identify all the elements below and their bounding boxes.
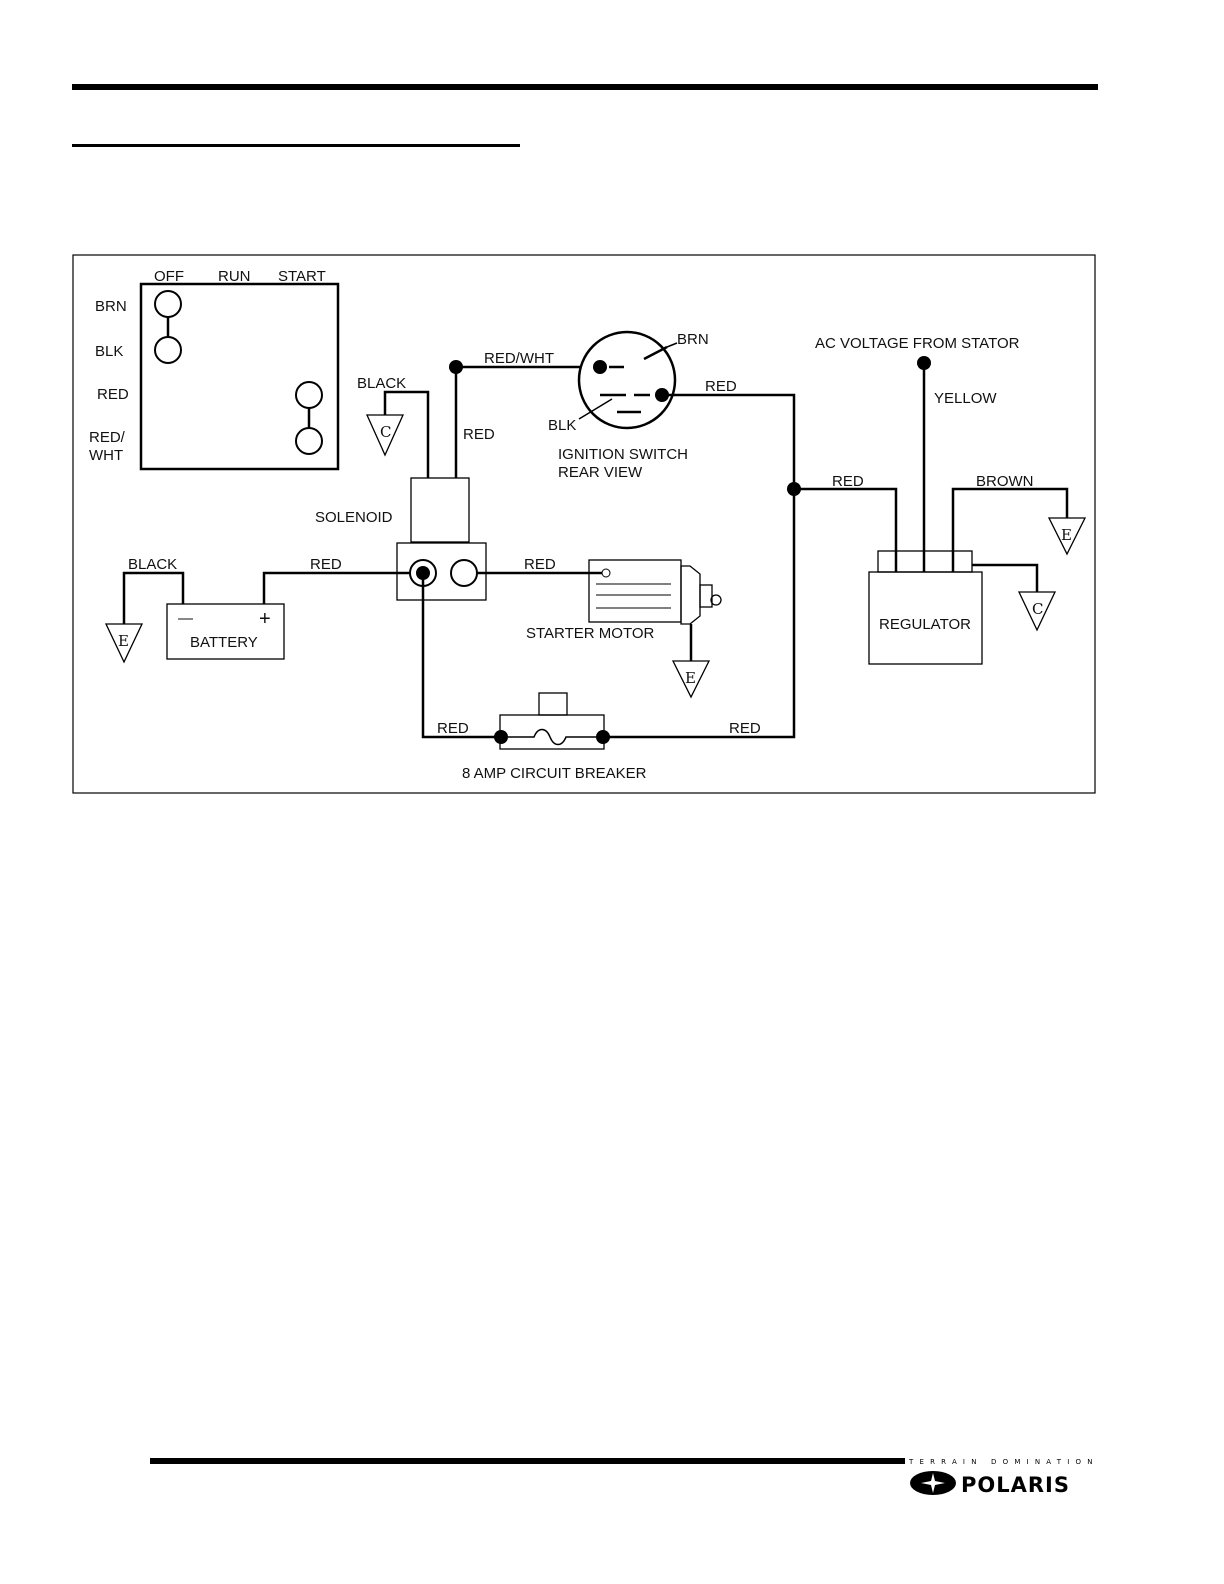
ignition-switch: BRN BLK IGNITION SWITCH REAR VIEW	[548, 331, 709, 481]
label-start: START	[278, 268, 326, 285]
wiring-diagram: OFF RUN START BRN BLK RED RED/ WHT SOLEN…	[0, 0, 1224, 820]
ground-c-top: C	[367, 415, 403, 455]
wire-label-red-breaker-left: RED	[437, 720, 469, 737]
regulator-label: REGULATOR	[879, 616, 971, 633]
wire-label-brown: BROWN	[976, 473, 1034, 490]
wire-label-red-starter: RED	[524, 556, 556, 573]
footer-rule	[150, 1458, 905, 1464]
ignition-switch-label-2: REAR VIEW	[558, 464, 643, 481]
solenoid-label: SOLENOID	[315, 509, 393, 526]
ignition-switch-label-1: IGNITION SWITCH	[558, 446, 688, 463]
off-blk-contact	[155, 337, 181, 363]
wire-label-red-breaker-right: RED	[729, 720, 761, 737]
start-red-contact	[296, 382, 322, 408]
wire-label-red-switch-out: RED	[705, 378, 737, 395]
polaris-logo: POLARIS	[961, 1473, 1070, 1497]
svg-text:E: E	[1061, 526, 1072, 544]
circuit-breaker-label: 8 AMP CIRCUIT BREAKER	[462, 765, 647, 782]
footer-tagline: TERRAIN DOMINATION	[909, 1458, 1099, 1466]
label-off: OFF	[154, 268, 184, 285]
stator-label: AC VOLTAGE FROM STATOR	[815, 335, 1020, 352]
svg-text:C: C	[380, 423, 391, 441]
wire-label-blk-switch: BLK	[548, 417, 576, 434]
label-run: RUN	[218, 268, 251, 285]
battery-label: BATTERY	[190, 634, 258, 651]
svg-text:C: C	[1032, 600, 1043, 618]
solenoid: SOLENOID	[315, 478, 486, 600]
label-red: RED	[97, 386, 129, 403]
wire-label-red-wht: RED/WHT	[484, 350, 554, 367]
polaris-star-icon	[909, 1470, 957, 1496]
label-red-wht-1: RED/	[89, 429, 126, 446]
label-brn: BRN	[95, 298, 127, 315]
label-red-wht-2: WHT	[89, 447, 123, 464]
battery-neg: —	[178, 610, 193, 627]
battery-pos: +	[259, 608, 271, 630]
wire-label-black-top: BLACK	[357, 375, 406, 392]
switch-position-chart: OFF RUN START BRN BLK RED RED/ WHT	[89, 268, 338, 469]
ground-e-battery: E	[106, 624, 142, 662]
ground-e-regulator: E	[1049, 518, 1085, 554]
wire-label-red-junction: RED	[832, 473, 864, 490]
wire-label-red-solenoid: RED	[463, 426, 495, 443]
wire-label-yellow: YELLOW	[934, 390, 997, 407]
off-brn-contact	[155, 291, 181, 317]
wire-label-brn-switch: BRN	[677, 331, 709, 348]
ground-c-regulator: C	[1019, 592, 1055, 630]
start-redwht-contact	[296, 428, 322, 454]
regulator: REGULATOR	[869, 551, 982, 664]
svg-text:E: E	[685, 669, 696, 687]
wire-label-black-battery: BLACK	[128, 556, 177, 573]
starter-motor-label: STARTER MOTOR	[526, 625, 655, 642]
label-blk: BLK	[95, 343, 123, 360]
ground-e-starter: E	[673, 661, 709, 697]
svg-text:E: E	[118, 632, 129, 650]
battery: — + BATTERY	[167, 604, 284, 659]
wire-label-red-battery: RED	[310, 556, 342, 573]
